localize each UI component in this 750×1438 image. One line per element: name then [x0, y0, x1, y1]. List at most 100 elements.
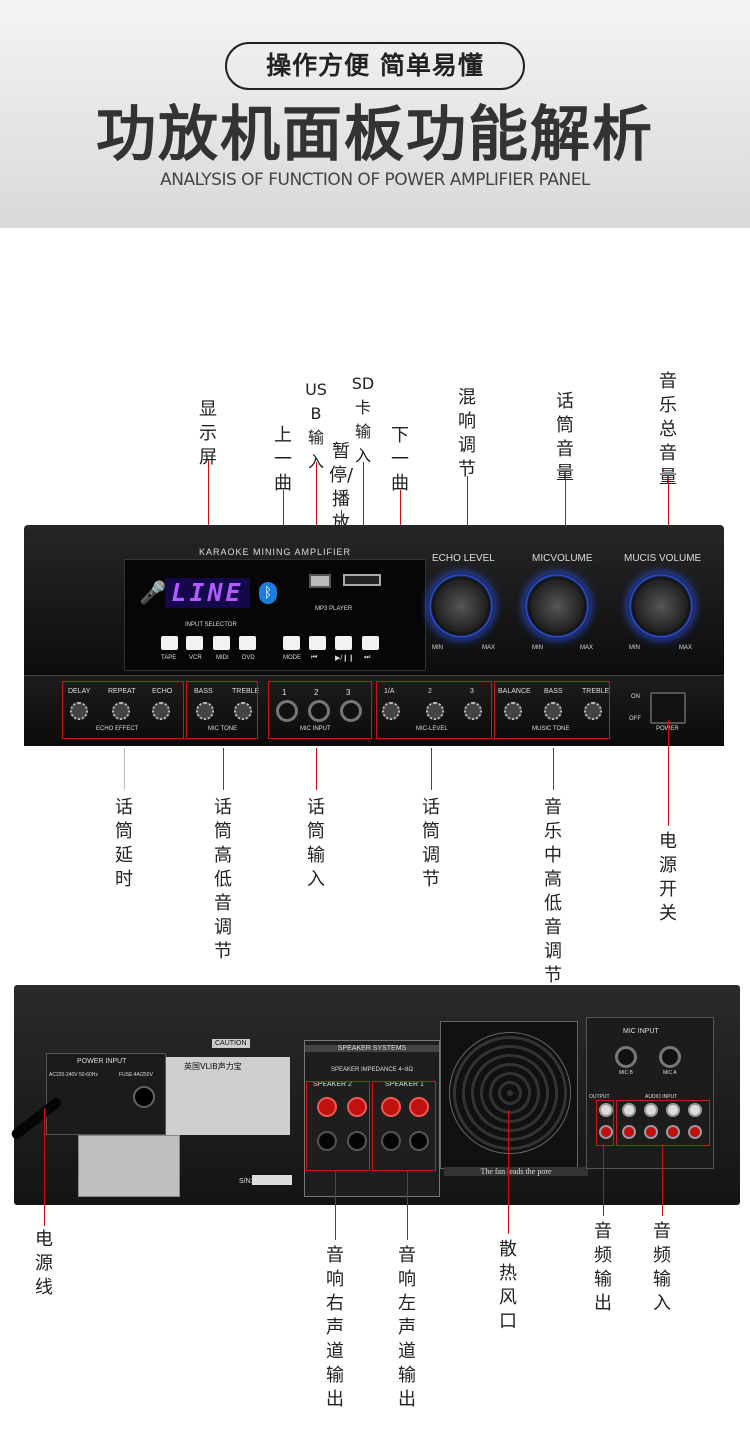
highlight-mic-tone	[186, 681, 258, 739]
input-button-vcr[interactable]	[186, 636, 203, 650]
speaker-systems-label: SPEAKER SYSTEMS	[305, 1045, 439, 1052]
caution-label: CAUTION	[212, 1039, 250, 1048]
music-bass-label: BASS	[544, 688, 563, 695]
feature-pill: 操作方便 简单易懂	[225, 42, 525, 90]
mic-input-jack-1[interactable]	[276, 700, 298, 722]
leader-music-tone	[553, 748, 554, 790]
echo-max-label: MAX	[482, 645, 496, 651]
delay-knob[interactable]	[70, 702, 88, 720]
echo-min-label: MIN	[432, 645, 443, 651]
input-button-dvd[interactable]	[239, 636, 256, 650]
music-volume-label: MUCIS VOLUME	[624, 553, 702, 564]
speaker2-terminal-red-a[interactable]	[317, 1097, 337, 1117]
mic-volume-knob[interactable]	[524, 573, 590, 639]
usb-port[interactable]	[309, 574, 331, 588]
output-label: OUTPUT	[589, 1094, 610, 1100]
mic-icon: 🎤	[139, 581, 167, 606]
speaker2-terminal-red-b[interactable]	[347, 1097, 367, 1117]
graph-sticker	[78, 1135, 180, 1197]
delay-label: DELAY	[68, 688, 91, 695]
sd-slot[interactable]	[343, 574, 381, 586]
music-tone-label: MUSIC TONE	[532, 726, 570, 732]
power-input-block: POWER INPUT AC220-240V 50-60Hz FUSE:4A/2…	[46, 1053, 166, 1135]
mic-treble-knob[interactable]	[234, 702, 252, 720]
leader-mic-level	[431, 748, 432, 790]
input-button-midi[interactable]	[213, 636, 230, 650]
fan-circle	[449, 1032, 571, 1154]
serial-box	[252, 1175, 292, 1185]
fuse-holder[interactable]	[133, 1086, 155, 1108]
mic-level-knob-1[interactable]	[382, 702, 400, 720]
mode-button[interactable]	[283, 636, 300, 650]
label-usb: USB输入	[305, 380, 327, 471]
mic-level-knob-2[interactable]	[426, 702, 444, 720]
audio-in-rca-red-3[interactable]	[666, 1125, 680, 1139]
prev-icon: ⏮	[311, 654, 318, 661]
mic-input-jack-2[interactable]	[308, 700, 330, 722]
mic-volume-label: MICVOLUME	[532, 553, 593, 564]
echo-level-knob[interactable]	[428, 573, 494, 639]
led-display: LINE	[165, 578, 250, 608]
play-pause-button[interactable]	[335, 636, 352, 650]
mic-level-knob-3[interactable]	[464, 702, 482, 720]
power-label: POWER	[656, 726, 679, 732]
echo-small-knob[interactable]	[152, 702, 170, 720]
echo-effect-label: ECHO EFFECT	[96, 726, 139, 732]
audio-in-rca-white-1[interactable]	[622, 1103, 636, 1117]
display-window: 🎤 LINE ᛒ INPUT SELECTOR MP3 PLAYER	[124, 559, 426, 671]
echo-level-label: ECHO LEVEL	[432, 553, 495, 564]
audio-in-rca-white-4[interactable]	[688, 1103, 702, 1117]
amplifier-front-panel: KARAOKE MINING AMPLIFIER 🎤 LINE ᛒ INPUT …	[24, 525, 724, 675]
label-mic-input: 话筒输入	[307, 797, 325, 890]
label-music-volume: 音乐总音量	[659, 371, 677, 488]
audio-input-label: AUDIO INPUT	[645, 1094, 678, 1100]
audio-in-rca-white-2[interactable]	[644, 1103, 658, 1117]
amplifier-rear-panel: POWER INPUT AC220-240V 50-60Hz FUSE:4A/2…	[9, 985, 740, 1205]
input-button-tape[interactable]	[161, 636, 178, 650]
speaker1-terminal-black-b[interactable]	[409, 1131, 429, 1151]
speaker1-terminal-black-a[interactable]	[381, 1131, 401, 1151]
mic-input-jack-3[interactable]	[340, 700, 362, 722]
music-volume-knob[interactable]	[628, 573, 694, 639]
mp3-player-label: MP3 PLAYER	[315, 606, 353, 612]
mic-bass-knob[interactable]	[196, 702, 214, 720]
audio-in-rca-red-1[interactable]	[622, 1125, 636, 1139]
mic-level-1-label: 1/A	[384, 688, 395, 695]
spec-sticker: CAUTION 英国VLIB声力宝	[166, 1039, 290, 1135]
label-left-output: 音响左声道输出	[398, 1245, 416, 1410]
audio-in-rca-white-3[interactable]	[666, 1103, 680, 1117]
repeat-knob[interactable]	[112, 702, 130, 720]
label-power-cord: 电源线	[35, 1229, 53, 1298]
label-display: 显示屏	[199, 399, 217, 468]
label-next: 下一曲	[391, 425, 409, 494]
music-treble-knob[interactable]	[584, 702, 602, 720]
rear-mic-b-jack[interactable]	[615, 1046, 637, 1068]
leader-power-switch	[668, 720, 669, 826]
echo-knob-label: ECHO	[152, 688, 173, 695]
audio-out-rca-white[interactable]	[599, 1103, 613, 1117]
speaker1-terminal-red-b[interactable]	[409, 1097, 429, 1117]
audio-out-rca-red[interactable]	[599, 1125, 613, 1139]
leader-mic-tone	[223, 748, 224, 790]
speaker2-terminal-black-a[interactable]	[317, 1131, 337, 1151]
fuse-label: FUSE:4A/250V	[119, 1072, 153, 1078]
speaker1-label: SPEAKER 1	[385, 1081, 424, 1088]
prev-track-button[interactable]	[309, 636, 326, 650]
label-fan: 散热风口	[499, 1239, 517, 1332]
speaker2-label: SPEAKER 2	[313, 1081, 352, 1088]
impedance-label: SPEAKER IMPEDANCE 4~8Ω	[330, 1067, 413, 1073]
leader-audio-out	[603, 1144, 604, 1216]
highlight-audio-output	[596, 1100, 614, 1146]
balance-knob[interactable]	[504, 702, 522, 720]
audio-in-rca-red-4[interactable]	[688, 1125, 702, 1139]
amplifier-control-strip: DELAY REPEAT ECHO BASS TREBLE 1 2 3 1/A …	[24, 675, 724, 746]
power-off-label: OFF	[629, 716, 641, 722]
speaker1-terminal-red-a[interactable]	[381, 1097, 401, 1117]
speaker2-terminal-black-b[interactable]	[347, 1131, 367, 1151]
music-bass-knob[interactable]	[544, 702, 562, 720]
audio-in-rca-red-2[interactable]	[644, 1125, 658, 1139]
label-prev: 上一曲	[274, 425, 292, 494]
label-sd: SD卡输入	[351, 374, 375, 465]
next-track-button[interactable]	[362, 636, 379, 650]
rear-mic-a-jack[interactable]	[659, 1046, 681, 1068]
